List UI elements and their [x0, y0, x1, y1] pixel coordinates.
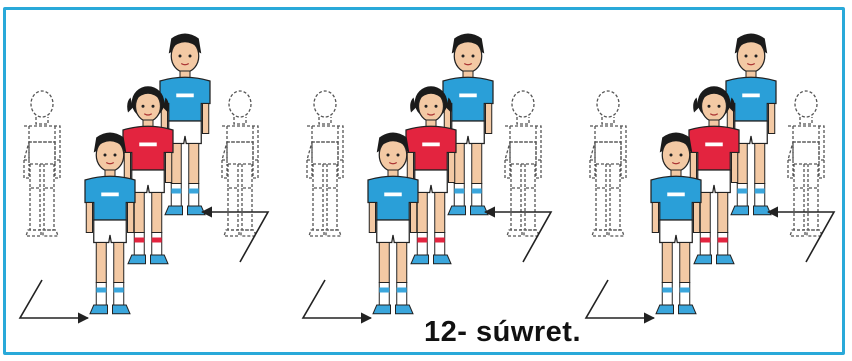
formation-panel-1 [20, 34, 268, 319]
figure-caption: 12- súwret. [424, 316, 581, 349]
formation-panel-3 [586, 34, 834, 319]
formation-panel-2 [303, 34, 551, 319]
